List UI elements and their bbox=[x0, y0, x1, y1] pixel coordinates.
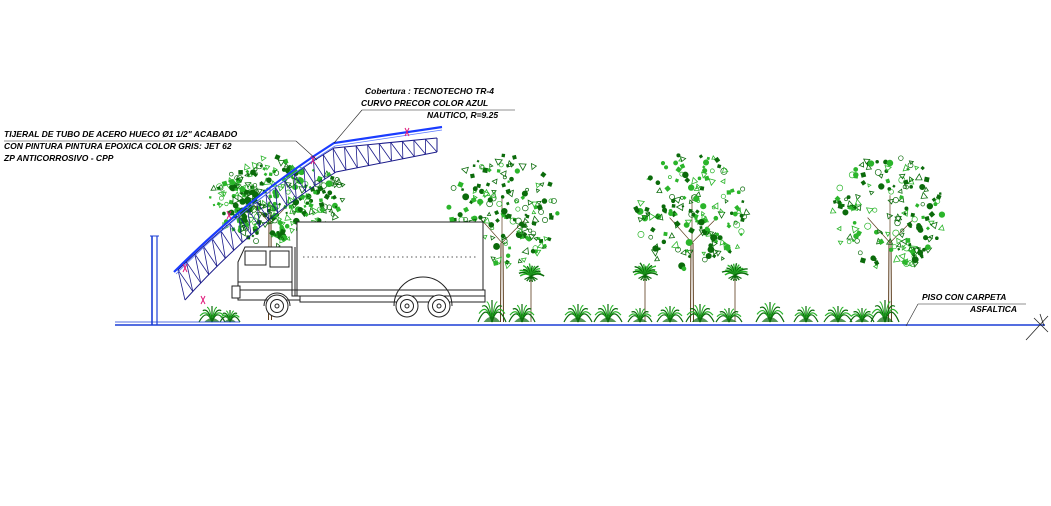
shrubs-group bbox=[198, 300, 900, 323]
floor-label-line-2: ASFALTICA bbox=[969, 304, 1017, 314]
shrub bbox=[508, 304, 536, 323]
shrub bbox=[656, 306, 684, 323]
roof-covering bbox=[173, 125, 443, 275]
truss-label-line-2: CON PINTURA PINTURA EPOXICA COLOR GRIS: … bbox=[4, 141, 232, 151]
palm bbox=[518, 263, 545, 322]
shrub bbox=[823, 306, 853, 323]
shrub bbox=[477, 300, 507, 323]
roof-label-line-3: NAUTICO, R=9.25 bbox=[427, 110, 498, 120]
shrub bbox=[870, 300, 900, 323]
shrub bbox=[685, 304, 715, 323]
truss-annotation: TIJERAL DE TUBO DE ACERO HUECO Ø1 1/2" A… bbox=[3, 129, 318, 163]
tree bbox=[829, 155, 946, 323]
palm bbox=[721, 262, 749, 322]
shrub bbox=[715, 308, 743, 323]
shrub bbox=[755, 302, 785, 323]
floor-label-line-1: PISO CON CARPETA bbox=[922, 292, 1006, 302]
floor-annotation: PISO CON CARPETA ASFALTICA bbox=[905, 292, 1026, 327]
roof-annotation: Cobertura : TECNOTECHO TR-4 CURVO PRECOR… bbox=[333, 86, 515, 144]
truss-label-line-3: ZP ANTICORROSIVO - CPP bbox=[3, 153, 114, 163]
truck bbox=[231, 221, 486, 318]
tree bbox=[633, 153, 751, 323]
tree bbox=[228, 154, 314, 321]
truck-wheel-front bbox=[265, 294, 289, 318]
shrub bbox=[198, 306, 226, 323]
shrub bbox=[219, 310, 241, 323]
shrub bbox=[849, 308, 875, 323]
palms-group bbox=[518, 262, 749, 322]
roof-label-line-1: Cobertura : TECNOTECHO TR-4 bbox=[365, 86, 494, 96]
roof-label-line-2: CURVO PRECOR COLOR AZUL bbox=[361, 98, 488, 108]
canopy-post bbox=[150, 235, 159, 325]
canopy-truss bbox=[177, 137, 438, 301]
ground-line bbox=[115, 313, 1049, 341]
truss-label-line-1: TIJERAL DE TUBO DE ACERO HUECO Ø1 1/2" A… bbox=[4, 129, 238, 139]
truck-wheel-rear-2 bbox=[427, 294, 451, 318]
truck-wheel-rear-1 bbox=[395, 294, 419, 318]
shrub bbox=[593, 304, 623, 323]
shrub bbox=[627, 308, 653, 323]
shrub bbox=[793, 306, 819, 323]
section-markers bbox=[182, 127, 410, 305]
shrub bbox=[563, 304, 593, 323]
